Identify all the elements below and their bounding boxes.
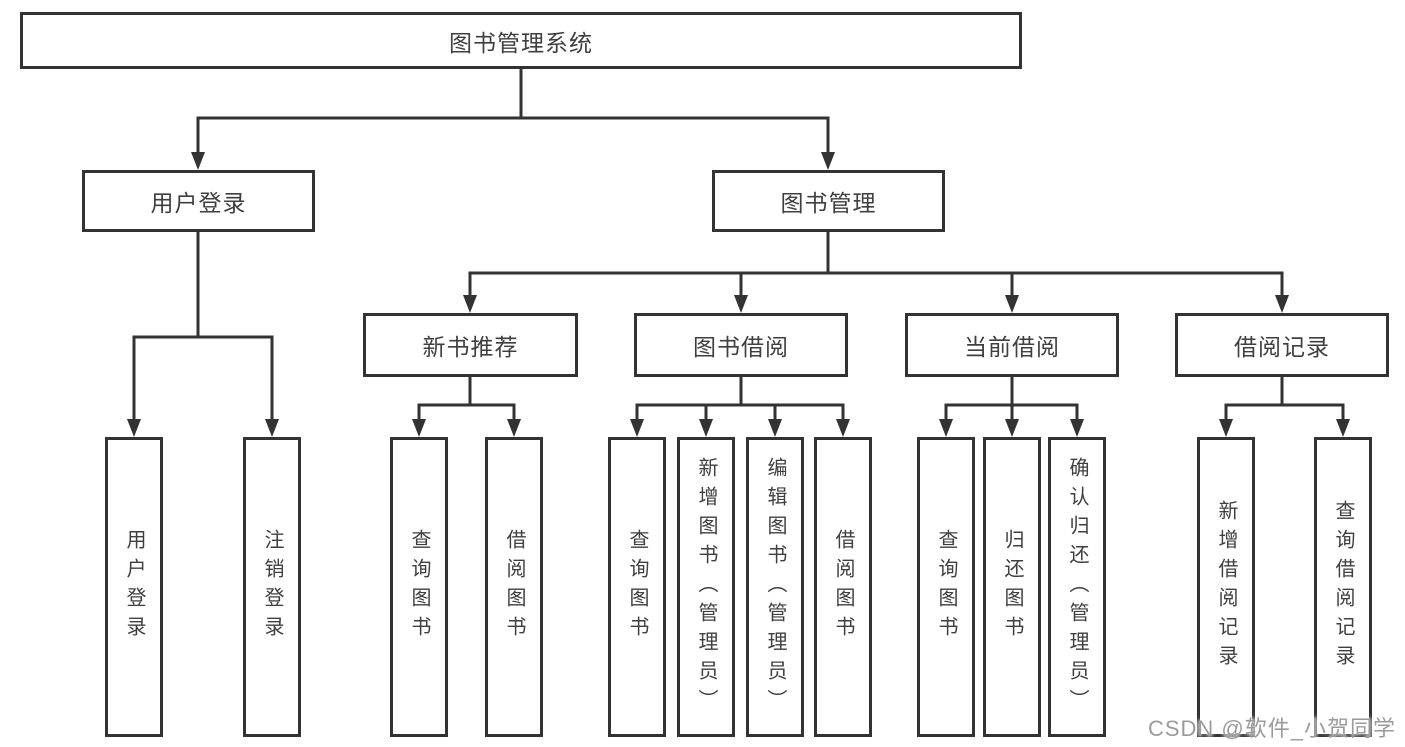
node-library-management-system: 图书管理系统: [20, 12, 1022, 69]
node-borrowing-records: 借阅记录: [1175, 313, 1389, 377]
node-new-book-recommend: 新书推荐: [363, 313, 578, 377]
leaf-logout-login-label: 注销登录: [261, 529, 283, 645]
node-user-login-branch: 用户登录: [82, 170, 315, 232]
leaf-query-books-newbooks: 查询图书: [390, 437, 448, 737]
leaf-user-login: 用户登录: [105, 437, 163, 737]
leaf-return-books-label: 归还图书: [1001, 529, 1023, 645]
leaf-borrow-books-newbooks-label: 借阅图书: [503, 529, 525, 645]
leaf-add-books-admin: 新增图书（管理员）: [677, 437, 735, 737]
leaf-borrow-books-newbooks: 借阅图书: [485, 437, 543, 737]
leaf-query-borrow-record-label: 查询借阅记录: [1332, 500, 1354, 674]
leaf-query-books-current: 查询图书: [917, 437, 975, 737]
leaf-add-borrow-record-label: 新增借阅记录: [1215, 500, 1237, 674]
leaf-user-login-label: 用户登录: [123, 529, 145, 645]
node-current-borrowing: 当前借阅: [905, 313, 1119, 377]
leaf-edit-books-admin: 编辑图书（管理员）: [746, 437, 804, 737]
leaf-query-books-newbooks-label: 查询图书: [408, 529, 430, 645]
node-book-borrowing: 图书借阅: [634, 313, 848, 377]
arrowhead-icons: [127, 152, 1350, 437]
leaf-borrow-books-borrowing: 借阅图书: [814, 437, 872, 737]
leaf-borrow-books-borrowing-label: 借阅图书: [832, 529, 854, 645]
leaf-confirm-return-admin-label: 确认归还（管理员）: [1066, 456, 1088, 718]
leaf-add-books-admin-label: 新增图书（管理员）: [695, 456, 717, 718]
leaf-return-books: 归还图书: [983, 437, 1041, 737]
leaf-logout-login: 注销登录: [243, 437, 301, 737]
leaf-edit-books-admin-label: 编辑图书（管理员）: [764, 456, 786, 718]
leaf-query-books-borrowing: 查询图书: [608, 437, 666, 737]
leaf-confirm-return-admin: 确认归还（管理员）: [1048, 437, 1106, 737]
node-book-management-branch: 图书管理: [712, 170, 945, 232]
leaf-query-borrow-record: 查询借阅记录: [1314, 437, 1372, 737]
leaf-add-borrow-record: 新增借阅记录: [1197, 437, 1255, 737]
csdn-watermark: CSDN @软件_小贺同学: [1147, 716, 1396, 741]
leaf-query-books-current-label: 查询图书: [935, 529, 957, 645]
leaf-query-books-borrowing-label: 查询图书: [626, 529, 648, 645]
